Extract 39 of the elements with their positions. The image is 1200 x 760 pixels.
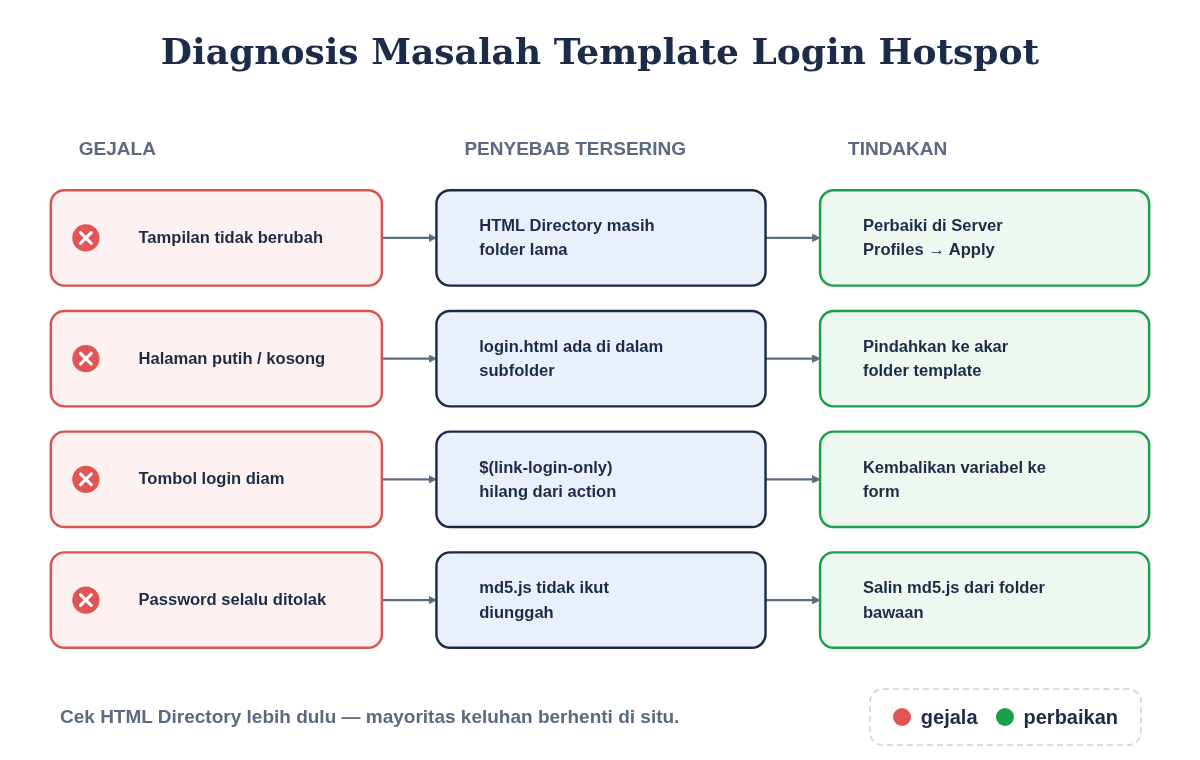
arrow xyxy=(381,475,437,484)
process-box xyxy=(435,188,767,287)
node-label: Salin md5.js dari folder bawaan xyxy=(862,577,1047,624)
node-label: Kembalikan variabel ke form xyxy=(862,456,1047,503)
column-header: PENYEBAB TERSERING xyxy=(464,138,687,161)
arrow xyxy=(381,354,437,363)
node-label: $(link-login-only) hilang dari action xyxy=(479,456,618,503)
node-label: Pindahkan ke akar folder template xyxy=(862,335,1010,383)
legend-label: gejala xyxy=(920,705,978,729)
node-label: Password selalu ditolak xyxy=(138,589,327,612)
process-box xyxy=(49,309,384,408)
process-box xyxy=(435,309,767,408)
arrow xyxy=(765,354,821,363)
node-label: HTML Directory masih folder lama xyxy=(479,215,656,262)
process-box xyxy=(818,551,1151,650)
caption: Cek HTML Directory lebih dulu — mayoritas keluhan berhenti di situ. xyxy=(60,706,680,729)
node-label: login.html ada di dalam subfolder xyxy=(479,335,665,383)
arrow xyxy=(381,595,437,605)
column-header: GEJALA xyxy=(78,138,156,161)
arrow xyxy=(765,233,821,243)
process-box xyxy=(818,430,1151,529)
arrow xyxy=(765,475,821,484)
column-header: TINDAKAN xyxy=(848,138,948,161)
process-box xyxy=(49,188,384,287)
node-label: Tampilan tidak berubah xyxy=(138,227,324,249)
process-box xyxy=(818,188,1151,287)
process-box xyxy=(49,551,384,650)
node-label: Halaman putih / kosong xyxy=(138,348,326,370)
arrow xyxy=(765,595,821,605)
process-box xyxy=(435,551,767,650)
arrow xyxy=(381,233,437,243)
process-box xyxy=(435,430,767,529)
legend-label: perbaikan xyxy=(1023,705,1118,729)
process-box xyxy=(49,430,384,529)
node-label: Perbaiki di Server Profiles → Apply xyxy=(862,215,1004,262)
process-box xyxy=(818,309,1151,408)
title: Diagnosis Masalah Template Login Hotspot xyxy=(160,30,1040,74)
node-label: Tombol login diam xyxy=(138,468,285,491)
node-label: md5.js tidak ikut diunggah xyxy=(479,577,610,624)
